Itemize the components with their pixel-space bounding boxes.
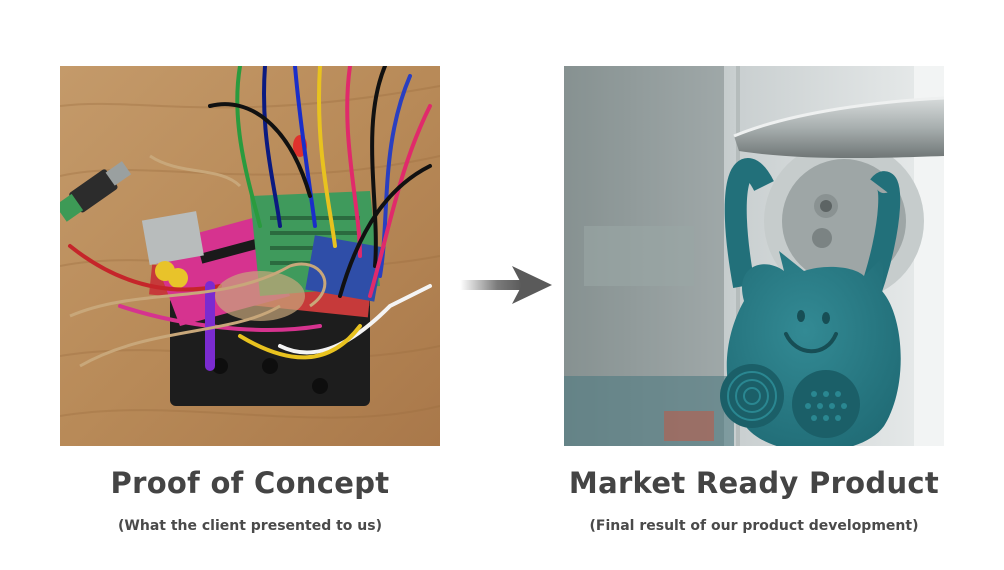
arrow-right-icon [460,266,552,304]
market-ready-product-photo [564,66,944,446]
proof-of-concept-title: Proof of Concept [110,466,390,500]
proof-of-concept-subtitle: (What the client presented to us) [118,518,382,534]
proof-of-concept-photo [60,66,440,446]
market-ready-product-subtitle: (Final result of our product development… [589,518,919,534]
market-ready-product-title: Market Ready Product [568,466,940,500]
